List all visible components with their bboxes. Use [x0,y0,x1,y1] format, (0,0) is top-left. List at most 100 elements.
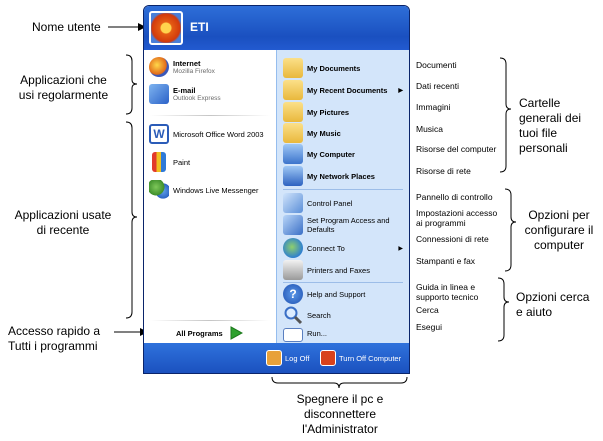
config-program-access-label-1: Set Program Access and [307,216,390,225]
recent-item-paint[interactable]: Paint [149,152,190,172]
translation-documents: Documenti [416,60,457,70]
right-separator-2 [283,282,403,283]
firefox-icon [149,57,169,77]
start-menu-footer: Log Off Turn Off Computer [144,343,409,373]
translation-program-access: Impostazioni accesso ai programmi [416,208,497,228]
translation-help: Guida in linea e supporto tecnico [416,282,478,302]
annotation-shutdown-line3: l'Administrator [302,422,378,436]
tool-run[interactable]: Run... [283,325,327,342]
translation-program-access-line2: ai programmi [416,218,466,228]
connect-icon [283,238,303,258]
submenu-arrow-icon: ▶ [398,245,403,252]
place-my-recent-documents[interactable]: My Recent Documents ▶ [283,80,407,100]
turn-off-button[interactable]: Turn Off Computer [320,350,401,366]
all-programs-button[interactable]: All Programs [176,326,243,340]
annotation-username: Nome utente [32,20,101,34]
folder-music-icon [283,123,303,143]
config-connect-to-label: Connect To [307,243,345,253]
annotation-config-line2: configurare il [524,223,594,237]
place-my-music-label: My Music [307,128,341,138]
config-control-panel[interactable]: Control Panel [283,193,352,213]
config-control-panel-label: Control Panel [307,198,353,208]
annotation-shutdown: Spegnere il pc e disconnettere l'Adminis… [276,392,404,437]
tool-help[interactable]: ? Help and Support [283,284,365,304]
user-avatar-icon[interactable] [149,11,183,45]
translation-connect: Connessioni di rete [416,234,489,244]
log-off-button[interactable]: Log Off [266,350,309,366]
printer-icon [283,260,303,280]
place-my-documents-label: My Documents [307,63,361,73]
annotation-folders-line4: personali [519,141,568,155]
all-programs-label: All Programs [176,328,223,338]
config-connect-to[interactable]: Connect To ▶ [283,238,407,258]
recent-item-messenger[interactable]: Windows Live Messenger [149,180,258,200]
submenu-arrow-icon: ▶ [398,87,403,94]
place-my-computer[interactable]: My Computer [283,144,355,164]
annotation-search-line2: e aiuto [516,305,553,319]
pinned-item-internet-subtitle: Mozilla Firefox [173,68,215,75]
annotation-all-programs-line2: Tutti i programmi [8,339,98,353]
config-printers-label: Printers and Faxes [307,265,370,275]
annotation-all-programs: Accesso rapido a Tutti i programmi [8,324,100,354]
translation-control-panel: Pannello di controllo [416,192,493,202]
annotation-config: Opzioni per configurare il computer [518,208,600,253]
log-off-label: Log Off [285,353,310,363]
annotation-all-programs-line1: Accesso rapido a [8,324,101,338]
computer-icon [283,144,303,164]
annotation-regular-apps: Applicazioni che usi regolarmente [6,73,121,103]
recent-documents-icon [283,80,303,100]
user-name: ETI [190,20,209,34]
annotation-config-line3: computer [533,238,585,252]
search-icon [284,306,303,325]
annotation-config-line1: Opzioni per [528,208,590,222]
recent-item-word-label: Microsoft Office Word 2003 [173,129,264,139]
word-icon: W [149,124,169,144]
all-programs-separator [150,320,270,321]
run-icon [283,328,303,342]
outlook-express-icon [149,84,169,104]
place-my-documents[interactable]: My Documents [283,58,360,78]
right-column: My Documents My Recent Documents ▶ My Pi… [276,50,409,343]
place-my-network-places-label: My Network Places [307,171,375,181]
annotation-regular-apps-line2: usi regolarmente [18,88,109,102]
translation-recent: Dati recenti [416,81,459,91]
place-my-music[interactable]: My Music [283,123,341,143]
place-my-computer-label: My Computer [307,149,355,159]
pinned-item-email-subtitle: Outlook Express [173,95,221,102]
start-menu-header: ETI [144,6,409,50]
paint-icon [152,152,166,172]
annotation-search: Opzioni cerca e aiuto [516,290,589,320]
tool-help-label: Help and Support [307,289,366,299]
translation-help-line1: Guida in linea e [416,282,476,292]
translation-pictures: Immagini [416,102,451,112]
left-separator [150,115,270,116]
annotation-recent-apps-line2: di recente [36,223,90,237]
power-icon [320,350,336,366]
annotation-folders-line2: generali dei [519,111,582,125]
folder-documents-icon [283,58,303,78]
annotation-recent-apps-line1: Applicazioni usate [14,208,112,222]
config-program-access-label-2: Defaults [307,225,335,234]
messenger-icon [149,180,169,200]
key-icon [266,350,282,366]
place-my-pictures[interactable]: My Pictures [283,102,349,122]
translation-computer: Risorse del computer [416,144,497,154]
config-bracket [504,188,517,272]
recent-apps-bracket [125,121,138,319]
regular-apps-bracket [125,54,138,115]
tool-search[interactable]: Search [283,305,331,325]
annotation-shutdown-line1: Spegnere il pc e [296,392,384,406]
help-icon: ? [283,284,303,304]
translation-program-access-line1: Impostazioni accesso [416,208,498,218]
config-printers[interactable]: Printers and Faxes [283,260,370,280]
place-my-network-places[interactable]: My Network Places [283,166,375,186]
annotation-folders: Cartelle generali dei tuoi file personal… [519,96,581,156]
recent-item-word[interactable]: W Microsoft Office Word 2003 [149,124,264,144]
turn-off-label: Turn Off Computer [339,353,402,363]
